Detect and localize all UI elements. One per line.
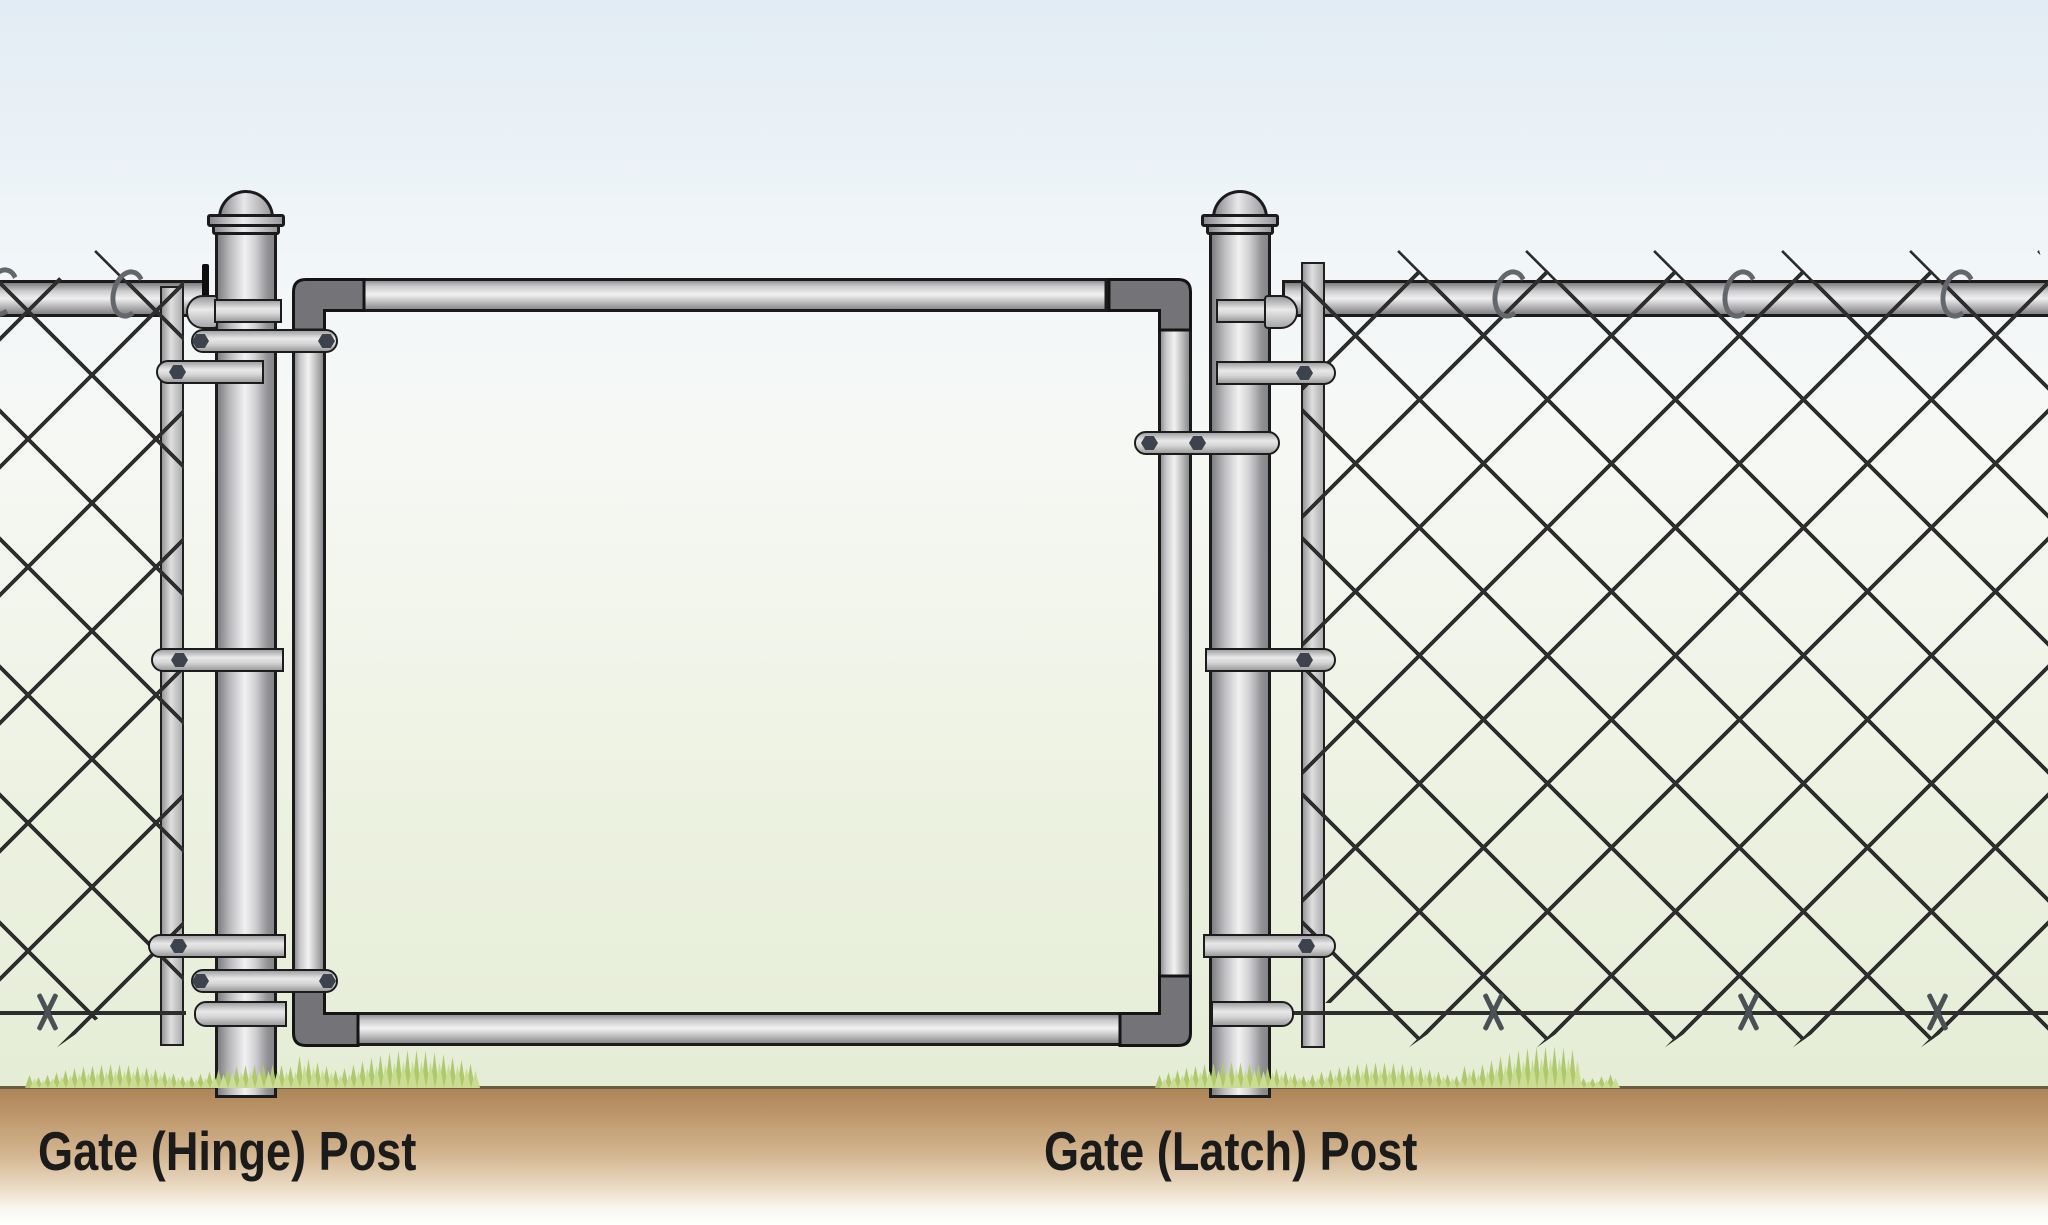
tension-band-latch-middle-bolt [1296,653,1313,667]
gate-latch-side-upright [1158,316,1192,983]
corner-elbow-top-left [292,278,366,332]
corner-elbow-top-right [1107,278,1192,332]
tension-band-hinge-middle [151,648,284,672]
bottom-keeper-band-hinge [194,1001,287,1027]
chain-link-mesh-right [1303,250,2048,1048]
rail-end-cup-right [1264,295,1298,329]
tension-band-latch-upper [1216,361,1336,385]
latch-post-cap-collar [1206,224,1274,235]
tension-band-hinge-lower-bolt [170,939,187,953]
grass [25,1046,1620,1088]
gate-latch-bar [1134,431,1280,455]
tension-band-latch-middle [1205,648,1336,672]
ground [0,1086,2048,1225]
gate-latch-bolt-left [1141,436,1158,450]
tension-band-latch-lower [1203,934,1336,958]
label-hinge-post: Gate (Hinge) Post [38,1120,417,1182]
hinge-post-cap-collar [212,224,280,235]
top-hinge-bolt-right [318,334,335,348]
corner-elbow-bottom-right [1118,974,1192,1047]
top-hinge-band [191,329,338,353]
tension-band-latch-upper-bolt [1296,366,1313,380]
rail-end-cup-left [186,295,218,329]
rail-end-band-latch [1216,299,1268,323]
rail-end-band-hinge [214,299,282,323]
gate-top-rail [352,278,1108,312]
bottom-hinge-band [191,969,338,993]
tension-band-hinge-upper-bolt [169,365,186,379]
tension-band-hinge-lower [148,934,286,958]
gate-bottom-rail [350,1012,1124,1046]
gate-frame [292,278,1192,1047]
gate-hinge-side-upright [292,316,326,990]
top-hinge-bolt-left [192,334,209,348]
chain-link-mesh-left [0,250,184,1048]
tension-band-hinge-upper [156,360,264,384]
tension-band-latch-lower-bolt [1298,939,1315,953]
bottom-hinge-bolt-right [319,974,336,988]
gate-latch-bolt-right [1189,436,1206,450]
corner-elbow-bottom-left [292,981,360,1047]
label-latch-post: Gate (Latch) Post [1044,1120,1418,1182]
bottom-hinge-bolt-left [192,974,209,988]
tension-band-hinge-middle-bolt [171,653,188,667]
bottom-keeper-band-latch [1211,1001,1294,1027]
